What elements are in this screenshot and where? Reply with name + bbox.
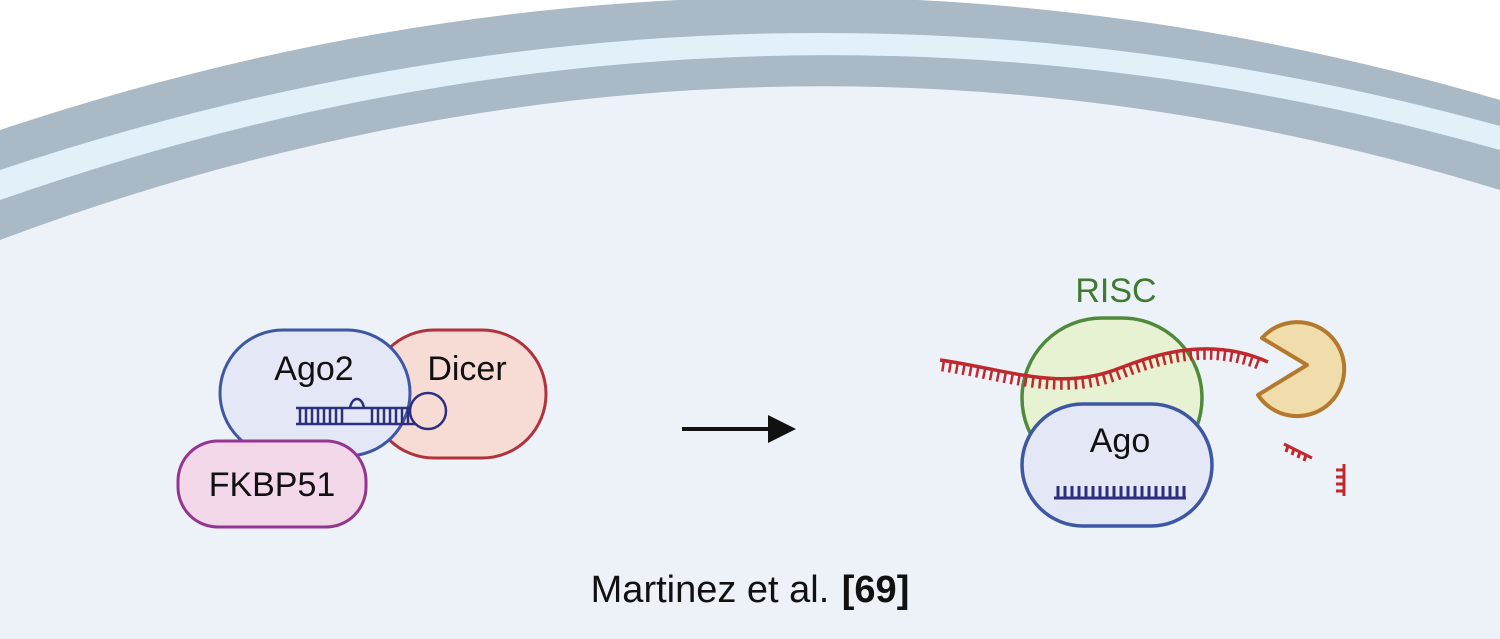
base-pair-rung (947, 361, 953, 373)
base-pair-rung (1161, 353, 1167, 366)
base-pair-rung (1030, 376, 1035, 388)
base-pair-rung (1141, 359, 1148, 371)
nuclease-pacman (1256, 320, 1347, 419)
base-pair-rung (1081, 377, 1085, 389)
base-pair-rung (961, 363, 966, 376)
base-pair-rung (1108, 371, 1115, 383)
base-pair-rung (1121, 366, 1128, 378)
base-pair-rung (1254, 357, 1261, 370)
citation-reference: [69] (842, 569, 910, 611)
base-pair-rung (1196, 349, 1200, 361)
base-pair-rung (1235, 352, 1241, 364)
base-pair-rung (1189, 349, 1193, 361)
pre-mirna-hairpin (296, 391, 448, 431)
transition-arrow (682, 415, 796, 443)
ago-label: Ago (1090, 422, 1151, 460)
base-pair-rung (954, 362, 960, 374)
base-pair-rung (975, 366, 980, 378)
guide-strand (1054, 486, 1186, 500)
dicer-label: Dicer (427, 350, 506, 388)
base-pair-rung (1045, 378, 1049, 390)
base-pair-rung (1175, 351, 1180, 363)
base-pair-rung (1038, 377, 1042, 389)
base-pair-rung (1074, 378, 1078, 390)
ago2-dicer-fkbp51-complex: Ago2 Dicer FKBP51 (176, 328, 548, 529)
fkbp51-protein (176, 439, 368, 529)
base-pair-rung (1222, 349, 1227, 362)
base-pair-rung (1023, 375, 1028, 387)
ago2-label: Ago2 (274, 350, 353, 388)
citation-caption: Martinez et al. [69] (591, 569, 910, 611)
base-pair-rung (968, 365, 973, 377)
base-pair-rung (1101, 373, 1108, 385)
base-pair-rung (1002, 371, 1008, 384)
fkbp51-label: FKBP51 (209, 466, 336, 504)
base-pair-rung (1148, 357, 1154, 369)
base-pair-rung (988, 369, 994, 381)
base-pair-rung (1009, 373, 1014, 385)
base-pair-rung (1088, 376, 1093, 388)
base-pair-rung (1115, 368, 1122, 381)
base-pair-rung (1094, 375, 1100, 387)
base-pair-rung (981, 367, 987, 380)
cell-membrane-inner (0, 32, 1500, 200)
base-pair-rung (1229, 350, 1234, 362)
extracellular-space (0, 0, 1500, 130)
base-pair-rung (1154, 355, 1161, 367)
base-pair-rung (1128, 363, 1135, 376)
base-pair-rung (1168, 352, 1174, 364)
base-pair-rung (1182, 350, 1187, 362)
base-pair-rung (1241, 353, 1248, 365)
base-pair-rung (995, 370, 1001, 382)
citation-authors: Martinez et al. (591, 569, 830, 611)
risc-label: RISC (1075, 272, 1156, 310)
base-pair-rung (1216, 349, 1220, 361)
base-pair-rung (1134, 361, 1141, 373)
target-mrna (939, 347, 1269, 390)
base-pair-rung (1016, 374, 1021, 386)
degraded-rna-fragments (1283, 442, 1346, 496)
base-pair-rung (941, 360, 946, 372)
risc-complex: RISC Ago (939, 272, 1269, 528)
ago2-protein (218, 328, 412, 458)
base-pair-rung (1247, 355, 1254, 367)
